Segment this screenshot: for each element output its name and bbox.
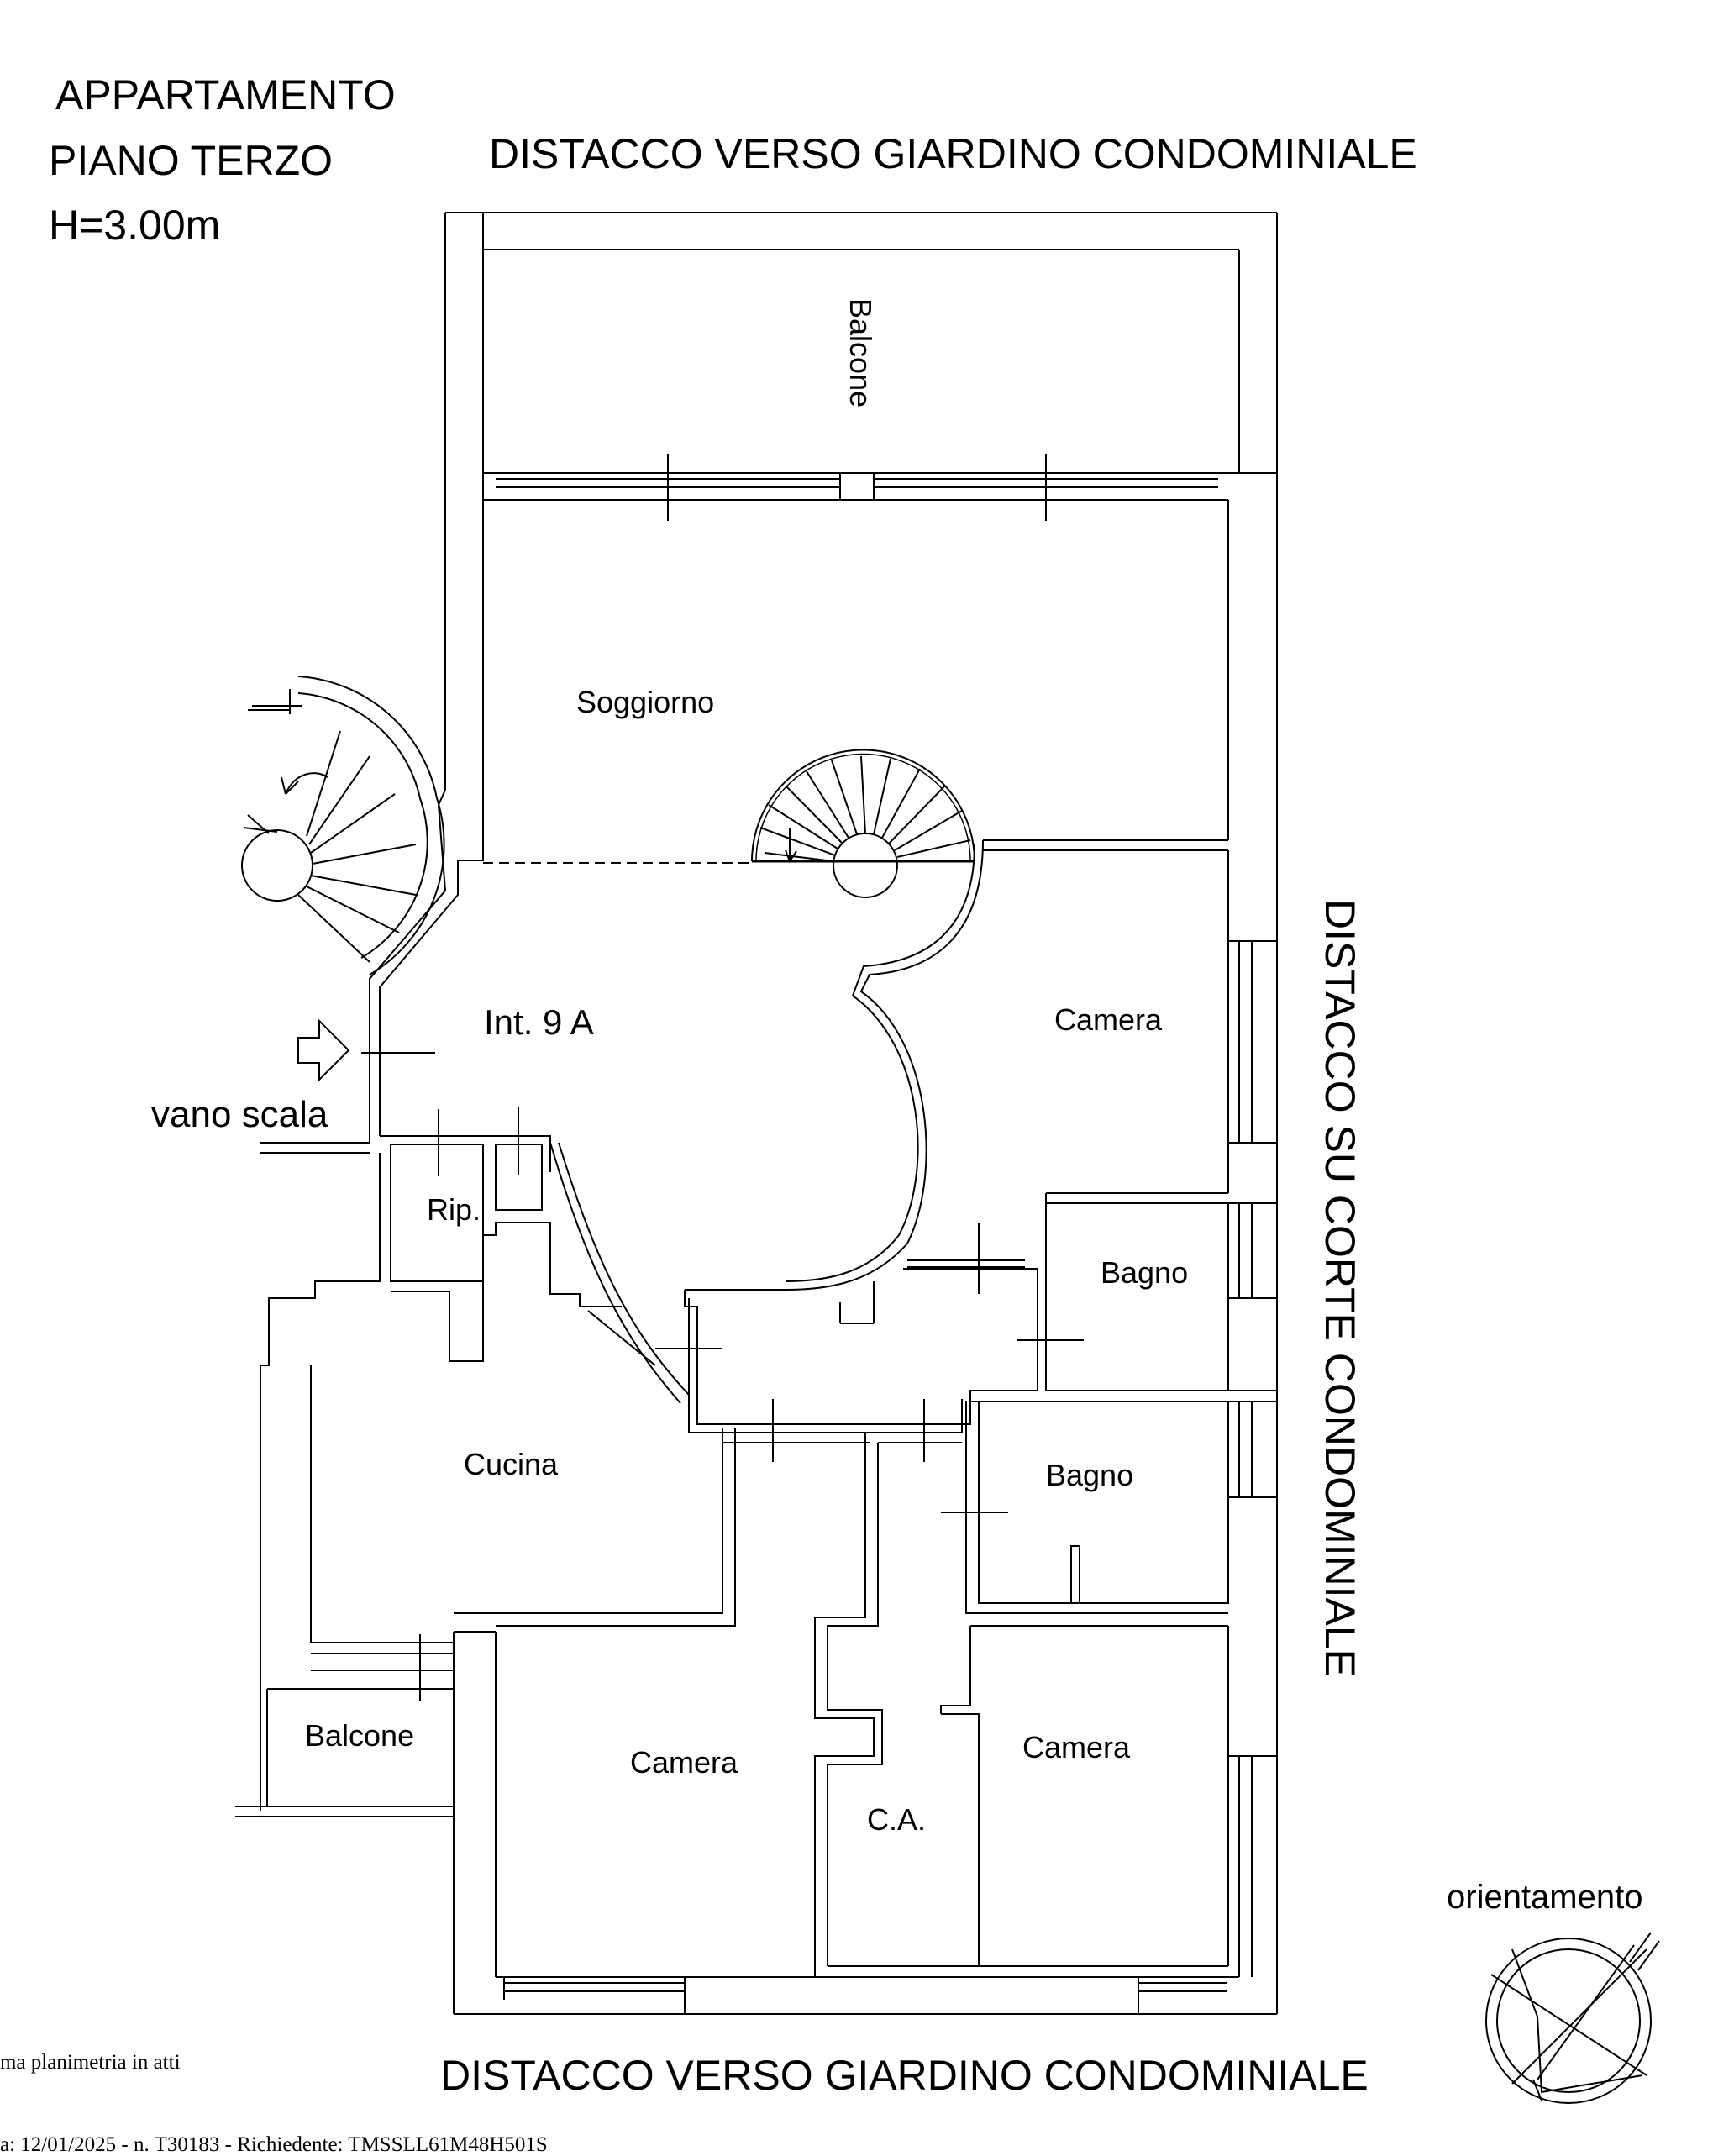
boundary-bottom-label: DISTACCO VERSO GIARDINO CONDOMINIALE: [440, 2052, 1369, 2099]
room-cucina: Cucina: [464, 1447, 559, 1481]
orientation-label: orientamento: [1447, 1879, 1643, 1916]
vano-scala-label: vano scala: [151, 1094, 328, 1135]
camera-east-walls: [983, 850, 1277, 1260]
ceiling-height-label: H=3.00m: [49, 202, 221, 249]
compass-icon: [1486, 1933, 1659, 2103]
entrance-walls: [260, 805, 458, 1153]
footer-line-1: ma planimetria in atti: [0, 2051, 181, 2074]
balcone-west-outline: [235, 1689, 454, 1817]
boundary-right-label: DISTACCO SU CORTE CONDOMINIALE: [1316, 899, 1364, 1678]
camera-south-walls: [504, 1433, 1277, 2014]
soggiorno-walls: [483, 500, 1228, 1290]
room-soggiorno: Soggiorno: [576, 685, 715, 719]
room-rip: Rip.: [427, 1192, 481, 1227]
corridor-walls: [655, 1223, 1084, 1462]
room-camera-se: Camera: [1022, 1730, 1131, 1764]
boundary-top-label: DISTACCO VERSO GIARDINO CONDOMINIALE: [489, 130, 1417, 177]
cucina-walls: [260, 1153, 735, 1811]
room-balcone-west: Balcone: [305, 1718, 415, 1753]
room-camera-east: Camera: [1054, 1002, 1163, 1037]
exterior-walls: [439, 213, 1277, 2014]
room-camera-sw: Camera: [630, 1745, 738, 1780]
room-bagno-lower: Bagno: [1046, 1458, 1134, 1492]
unit-label: Int. 9 A: [484, 1002, 594, 1042]
rip-walls: [380, 1107, 689, 1403]
floor-label: PIANO TERZO: [49, 137, 334, 184]
sheet-title: APPARTAMENTO: [55, 71, 396, 118]
spiral-stair-landing: [242, 676, 444, 975]
balcone-top-outline: [483, 454, 1277, 521]
footer-line-2: a: 12/01/2025 - n. T30183 - Richiedente:…: [0, 2133, 548, 2156]
room-bagno-upper: Bagno: [1101, 1255, 1189, 1290]
room-ca: C.A.: [867, 1802, 927, 1837]
room-balcone-top: Balcone: [843, 298, 878, 408]
bagno-upper-walls: [1046, 1203, 1277, 1391]
spiral-stair-interior: [752, 750, 975, 897]
bagno-lower-walls: [941, 1401, 1277, 1613]
